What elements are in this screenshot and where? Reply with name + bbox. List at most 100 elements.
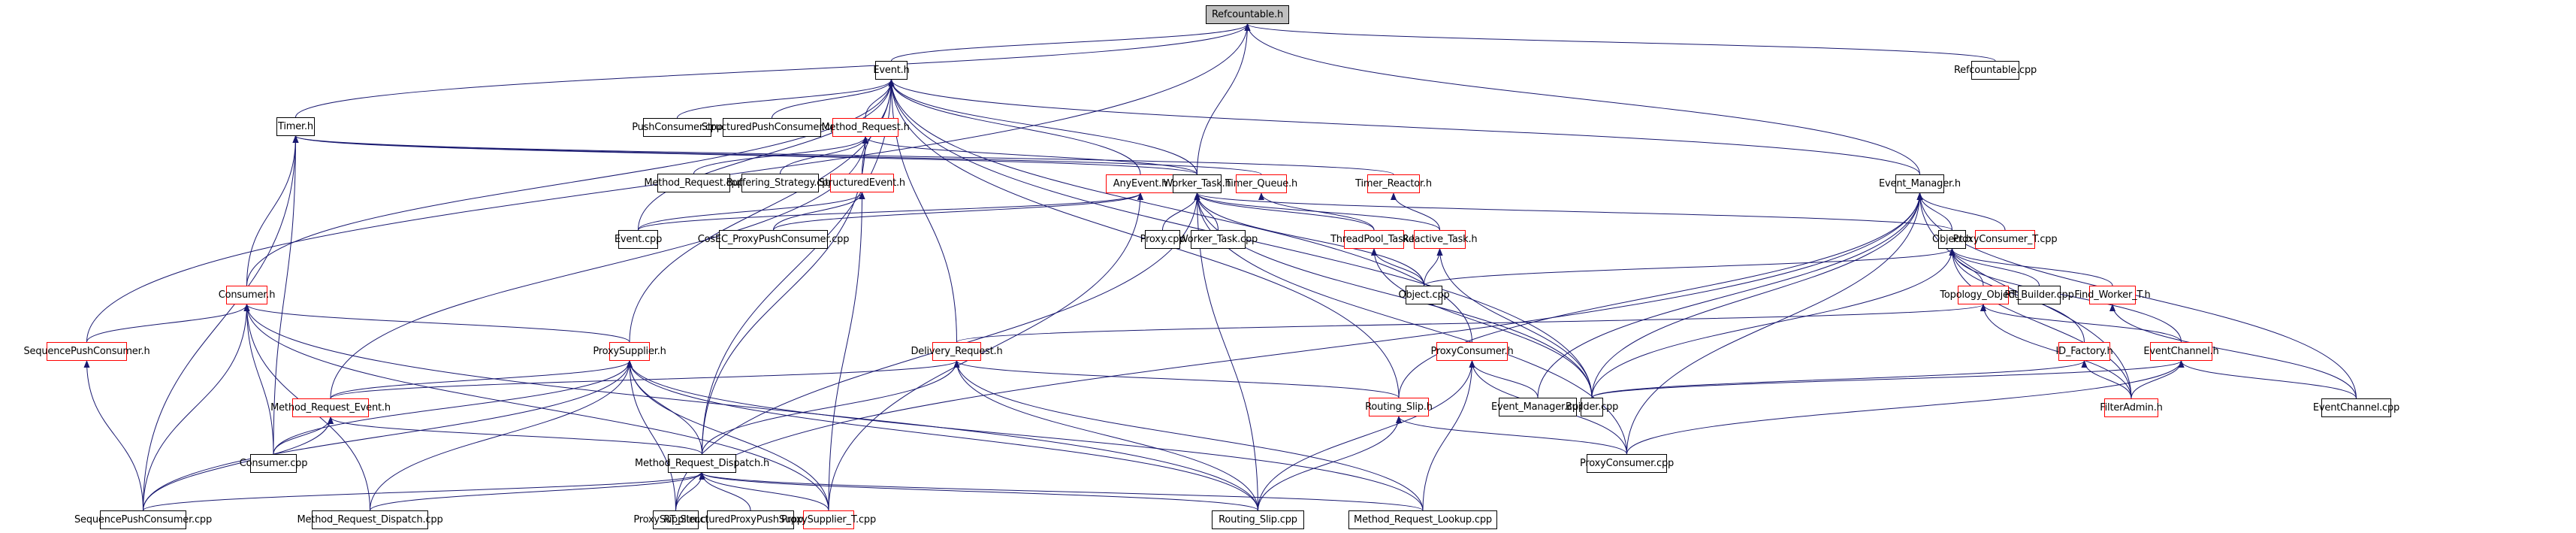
include-edge bbox=[1591, 248, 1955, 398]
graph-node-timer-queue-h[interactable]: Timer_Queue.h bbox=[1225, 174, 1297, 193]
graph-node-rt-structuredproxypushsupplier-cpp[interactable]: RT_StructuredProxyPushSupplier.cpp bbox=[663, 510, 838, 529]
include-edge bbox=[828, 192, 1143, 511]
include-edge bbox=[1258, 360, 1475, 511]
include-edge bbox=[1424, 248, 1443, 286]
include-edge bbox=[1949, 248, 2113, 286]
graph-node-threadpool-task-h[interactable]: ThreadPool_Task.h bbox=[1330, 230, 1418, 249]
include-edge bbox=[1194, 192, 1593, 398]
include-edge bbox=[1591, 360, 2185, 398]
node-label: Event_Manager.h bbox=[1879, 178, 1961, 189]
node-label: SequencePushConsumer.h bbox=[23, 346, 150, 357]
include-edge bbox=[888, 79, 1197, 175]
graph-node-timer-reactor-h[interactable]: Timer_Reactor.h bbox=[1355, 174, 1432, 193]
node-label: FilterAdmin.h bbox=[2100, 402, 2163, 413]
include-edge bbox=[370, 472, 705, 511]
include-edge bbox=[295, 23, 1251, 118]
node-label: Topology_Object.h bbox=[1940, 289, 2027, 301]
graph-node-event-h[interactable]: Event.h bbox=[873, 61, 910, 80]
include-edge bbox=[2081, 360, 2132, 399]
graph-node-event-manager-cpp[interactable]: Event_Manager.cpp bbox=[1491, 398, 1584, 416]
node-label: Buffering_Strategy.cpp bbox=[726, 177, 835, 189]
graph-node-worker-task-h[interactable]: Worker_Task.h bbox=[1163, 174, 1231, 193]
include-edge bbox=[627, 360, 1424, 511]
include-edge bbox=[1591, 360, 2088, 398]
graph-node-builder-cpp[interactable]: Builder.cpp bbox=[1566, 398, 1618, 416]
graph-node-proxysupplier-cpp[interactable]: ProxySupplier.cpp bbox=[633, 510, 718, 529]
node-label: Routing_Slip.h bbox=[1365, 401, 1433, 413]
graph-node-proxyconsumer-h[interactable]: ProxyConsumer.h bbox=[1430, 342, 1514, 361]
graph-node-delivery-request-h[interactable]: Delivery_Request.h bbox=[911, 342, 1003, 361]
graph-node-rt-builder-cpp[interactable]: RT_Builder.cpp bbox=[2004, 286, 2074, 304]
graph-node-timer-h[interactable]: Timer.h bbox=[276, 117, 315, 136]
node-label: StructuredPushConsumer.cpp bbox=[701, 122, 843, 133]
node-label: AnyEvent.h bbox=[1113, 178, 1168, 189]
include-edge bbox=[1916, 192, 2006, 231]
node-label: Consumer.cpp bbox=[239, 458, 308, 469]
graph-node-object-h[interactable]: Object.h bbox=[1932, 230, 1972, 249]
include-edge bbox=[953, 360, 1258, 511]
include-edge bbox=[699, 472, 1424, 511]
graph-node-event-cpp[interactable]: Event.cpp bbox=[615, 230, 662, 249]
graph-node-filteradmin-h[interactable]: FilterAdmin.h bbox=[2100, 398, 2163, 417]
graph-node-sequencepushconsumer-cpp[interactable]: SequencePushConsumer.cpp bbox=[74, 510, 212, 529]
graph-node-structuredevent-h[interactable]: StructuredEvent.h bbox=[819, 174, 905, 192]
node-label: ProxySupplier.cpp bbox=[633, 514, 718, 525]
node-label: Consumer.h bbox=[218, 289, 276, 301]
graph-node-proxy-cpp[interactable]: Proxy.cpp bbox=[1140, 230, 1185, 249]
graph-node-routing-slip-h[interactable]: Routing_Slip.h bbox=[1365, 398, 1433, 416]
include-edge bbox=[693, 136, 868, 174]
graph-node-proxyconsumer-t-cpp[interactable]: ProxyConsumer_T.cpp bbox=[1953, 230, 2058, 249]
graph-node-pushconsumer-cpp[interactable]: PushConsumer.cpp bbox=[632, 118, 723, 137]
include-edge bbox=[1980, 304, 2132, 399]
graph-node-proxyconsumer-cpp[interactable]: ProxyConsumer.cpp bbox=[1580, 454, 1674, 473]
graph-node-routing-slip-cpp[interactable]: Routing_Slip.cpp bbox=[1212, 510, 1304, 529]
graph-node-topology-object-h[interactable]: Topology_Object.h bbox=[1940, 286, 2027, 304]
graph-node-find-worker-t-h[interactable]: Find_Worker_T.h bbox=[2074, 286, 2151, 304]
include-edge bbox=[773, 192, 1143, 231]
graph-node-refcountable-cpp[interactable]: Refcountable.cpp bbox=[1954, 61, 2037, 80]
include-edge bbox=[273, 360, 633, 455]
graph-node-consumer-cpp[interactable]: Consumer.cpp bbox=[240, 454, 307, 473]
graph-node-eventchannel-cpp[interactable]: EventChannel.cpp bbox=[2313, 398, 2399, 417]
graph-node-proxysupplier-h[interactable]: ProxySupplier.h bbox=[593, 342, 666, 361]
include-edge bbox=[675, 192, 1923, 511]
graph-node-buffering-strategy-cpp[interactable]: Buffering_Strategy.cpp bbox=[726, 174, 834, 192]
graph-node-object-cpp[interactable]: Object.cpp bbox=[1398, 286, 1450, 304]
graph-node-eventchannel-h[interactable]: EventChannel.h bbox=[2143, 342, 2219, 361]
include-edge bbox=[1197, 23, 1251, 175]
include-edge bbox=[83, 360, 143, 511]
graph-node-proxysupplier-t-cpp[interactable]: ProxySupplier_T.cpp bbox=[781, 510, 876, 529]
graph-node-consumer-h[interactable]: Consumer.h bbox=[219, 286, 275, 304]
graph-node-method-request-event-h[interactable]: Method_Request_Event.h bbox=[270, 398, 391, 417]
include-edge bbox=[243, 304, 274, 455]
node-label: Timer_Reactor.h bbox=[1355, 178, 1432, 189]
graph-node-reactive-task-h[interactable]: Reactive_Task.h bbox=[1403, 230, 1478, 249]
node-label: Object.h bbox=[1931, 234, 1973, 245]
graph-node-method-request-lookup-cpp[interactable]: Method_Request_Lookup.cpp bbox=[1348, 510, 1497, 529]
include-edge bbox=[143, 135, 299, 511]
graph-node-anyevent-h[interactable]: AnyEvent.h bbox=[1106, 174, 1175, 193]
include-edge bbox=[699, 472, 1258, 511]
graph-node-sequencepushconsumer-h[interactable]: SequencePushConsumer.h bbox=[23, 342, 150, 361]
graph-node-event-manager-h[interactable]: Event_Manager.h bbox=[1879, 174, 1961, 193]
include-edge bbox=[1258, 192, 1375, 231]
graph-node-structuredpushconsumer-cpp[interactable]: StructuredPushConsumer.cpp bbox=[702, 118, 842, 137]
include-edge bbox=[1244, 23, 1920, 175]
graph-node-id-factory-h[interactable]: ID_Factory.h bbox=[2056, 342, 2113, 361]
include-edge bbox=[1537, 192, 1923, 398]
graph-node-method-request-h[interactable]: Method_Request.h bbox=[821, 118, 910, 137]
node-label: Object.cpp bbox=[1398, 289, 1450, 301]
include-edge bbox=[293, 135, 1394, 175]
include-edge bbox=[1626, 360, 2185, 455]
graph-node-method-request-dispatch-cpp[interactable]: Method_Request_Dispatch.cpp bbox=[297, 510, 443, 529]
graph-node-cosec-proxypushconsumer-cpp[interactable]: CosEC_ProxyPushConsumer.cpp bbox=[698, 230, 849, 249]
graph-node-method-request-dispatch-h[interactable]: Method_Request_Dispatch.h bbox=[635, 454, 769, 473]
include-edge bbox=[953, 360, 1424, 511]
graph-node-method-request-cpp[interactable]: Method_Request.cpp bbox=[644, 174, 744, 192]
include-edge bbox=[243, 304, 630, 343]
graph-node-worker-task-cpp[interactable]: Worker_Task.cpp bbox=[1179, 230, 1258, 249]
include-edge bbox=[1391, 192, 1440, 231]
include-edge bbox=[780, 136, 868, 174]
node-label: Builder.cpp bbox=[1565, 401, 1619, 413]
include-edge bbox=[702, 136, 868, 455]
